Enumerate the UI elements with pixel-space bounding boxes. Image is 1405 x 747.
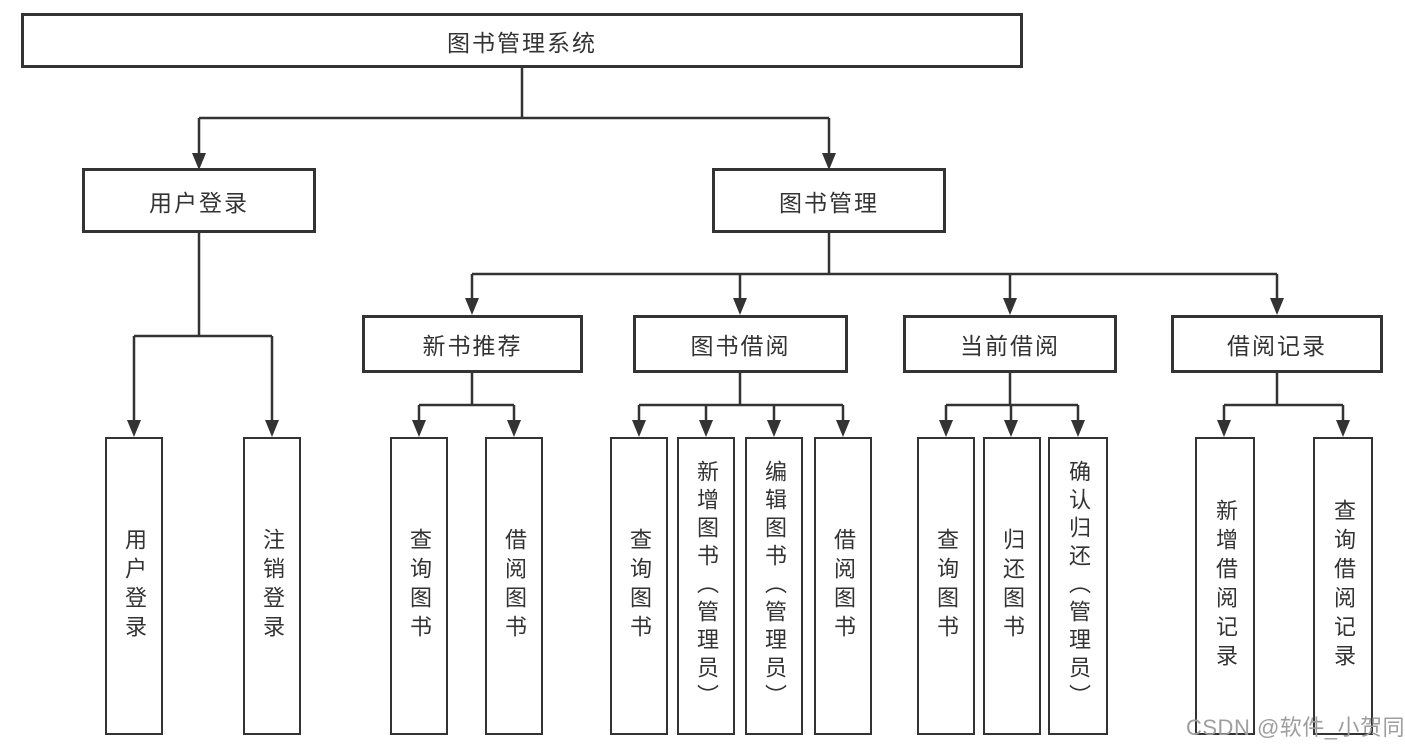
node-user-login: 用户登录 [82,168,316,233]
node-book-management: 图书管理 [712,168,946,233]
leaf-return-books: 归还图书 [983,437,1041,735]
leaf-logout: 注销登录 [243,437,301,735]
leaf-query-borrow-record: 查询借阅记录 [1313,437,1373,735]
node-new-book-recommend: 新书推荐 [362,315,583,373]
csdn-watermark: CSDN @软件_小贺同学 [1186,715,1405,740]
leaf-add-borrow-record: 新增借阅记录 [1195,437,1255,735]
leaf-query-books: 查询图书 [917,437,975,735]
node-library-management-system: 图书管理系统 [21,13,1023,68]
leaf-query-books: 查询图书 [610,437,668,735]
leaf-query-books: 查询图书 [390,437,448,735]
node-current-borrow: 当前借阅 [903,315,1117,373]
node-book-borrow: 图书借阅 [633,315,848,373]
leaf-borrow-books: 借阅图书 [485,437,543,735]
leaf-borrow-books: 借阅图书 [814,437,872,735]
node-borrow-records: 借阅记录 [1171,315,1383,373]
leaf-add-books-admin: 新增图书（管理员） [677,437,735,735]
leaf-confirm-return-admin: 确认归还（管理员） [1048,437,1108,735]
leaf-edit-books-admin: 编辑图书（管理员） [745,437,803,735]
leaf-user-login: 用户登录 [105,437,163,735]
